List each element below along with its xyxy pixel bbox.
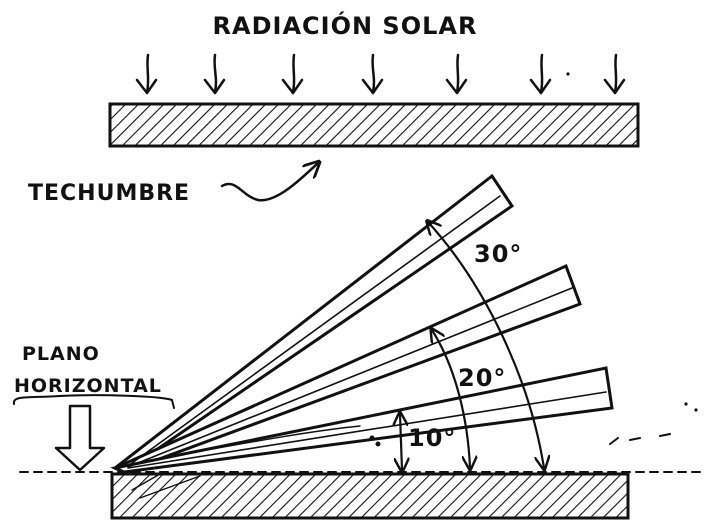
- plane-down-arrow-icon: [54, 404, 106, 472]
- radiation-arrow-icon: [281, 53, 304, 95]
- radiation-arrow-icon: [361, 53, 384, 95]
- radiation-arrows: [135, 53, 626, 95]
- plane-label-line2: HORIZONTAL: [14, 375, 162, 397]
- radiation-arrow-icon: [203, 53, 226, 95]
- radiation-arrow-icon: [529, 53, 552, 95]
- sketch-marks: [369, 72, 698, 447]
- roof-label: TECHUMBRE: [28, 181, 190, 206]
- diagram-title: RADIACIÓN SOLAR: [213, 10, 478, 40]
- inclined-panels: [110, 173, 614, 499]
- arc-10deg: [400, 414, 402, 470]
- roof-slab: [108, 102, 640, 148]
- base-slab: [110, 472, 630, 520]
- angle-label-10: 10°: [408, 424, 456, 452]
- plane-label-bracket: [12, 394, 175, 409]
- radiation-arrow-icon: [135, 53, 158, 95]
- angle-arcs: [400, 222, 544, 470]
- radiation-arrow-icon: [445, 53, 468, 95]
- plane-label-line1: PLANO: [22, 343, 100, 365]
- angle-label-20: 20°: [458, 364, 506, 392]
- angle-label-30: 30°: [474, 240, 522, 268]
- arc-30deg: [428, 222, 544, 468]
- radiation-arrow-icon: [603, 53, 626, 95]
- roof-pointer-arrow: [220, 163, 318, 202]
